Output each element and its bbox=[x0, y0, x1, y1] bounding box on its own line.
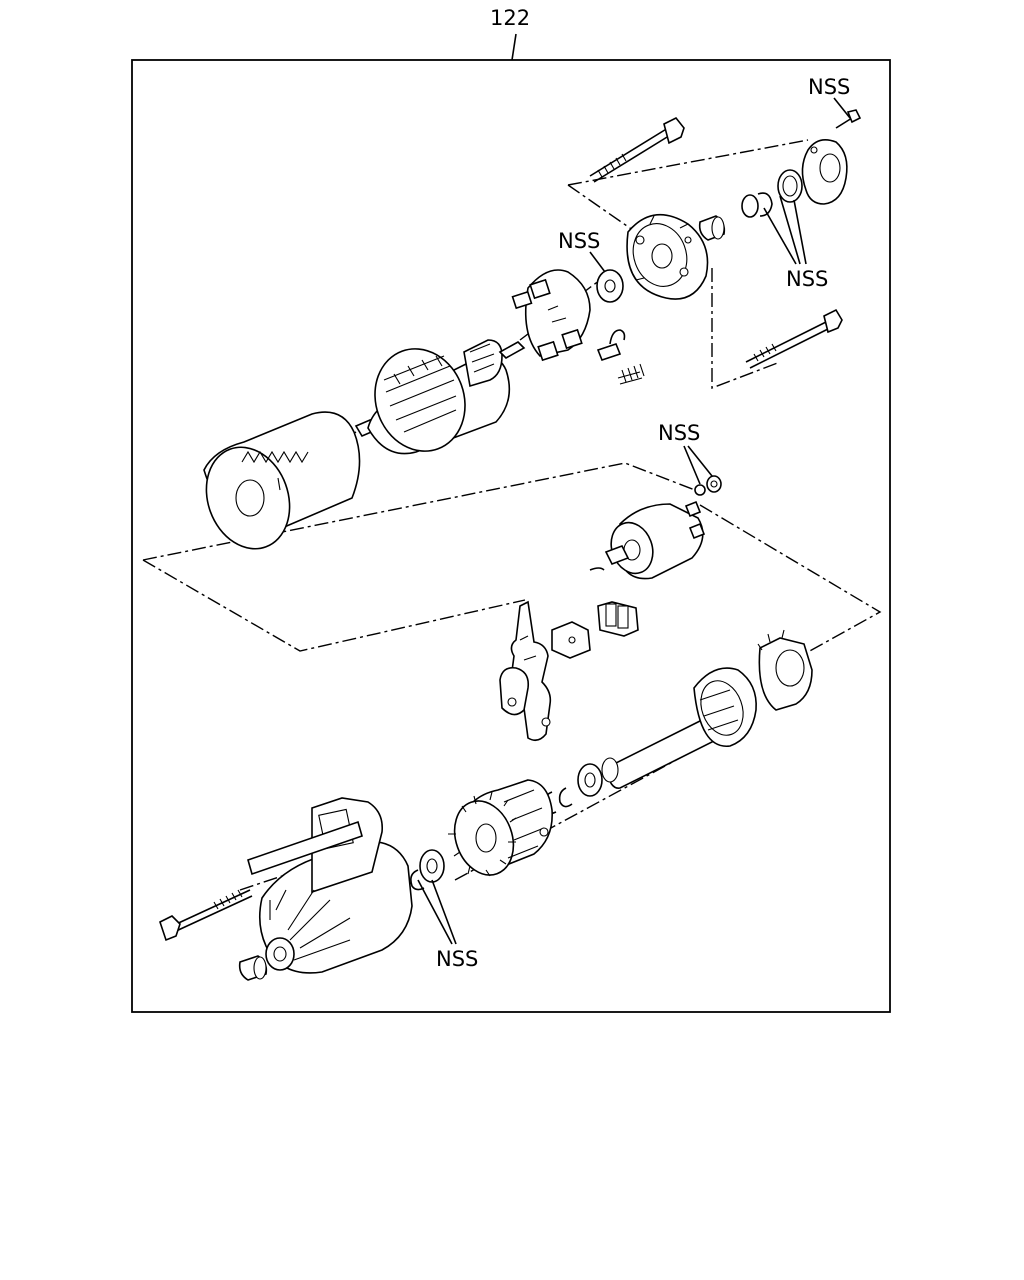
washer bbox=[596, 269, 624, 303]
callout-solenoid-nuts: NSS bbox=[658, 421, 713, 485]
lever-holder-plates bbox=[551, 601, 639, 659]
armature bbox=[354, 339, 526, 455]
pinion-stop-and-snap-ring bbox=[410, 849, 445, 891]
front-housing-bolt bbox=[159, 889, 253, 942]
callout-label-solenoid-nuts: NSS bbox=[658, 421, 700, 445]
rear-bushing bbox=[698, 215, 726, 241]
solenoid-switch bbox=[589, 500, 706, 580]
callout-label-seal-rings: NSS bbox=[786, 267, 828, 291]
reference-leader-line bbox=[511, 33, 517, 61]
rear-end-frame bbox=[626, 213, 709, 300]
seal-rings bbox=[741, 169, 803, 218]
callout-label-pinion-clips: NSS bbox=[436, 947, 478, 971]
front-bushing bbox=[238, 955, 268, 981]
rear-cover-cap bbox=[801, 139, 848, 205]
shaft-ring-and-bearing bbox=[542, 763, 603, 815]
through-bolt-upper bbox=[589, 116, 685, 183]
callout-washer: NSS bbox=[558, 229, 606, 273]
diagram-frame bbox=[131, 59, 891, 1013]
pinion-shaft-assembly bbox=[601, 667, 757, 789]
callout-seal-rings: NSS bbox=[763, 195, 828, 291]
solenoid-terminal-nuts bbox=[694, 475, 722, 496]
callout-label-rear-cover-screw: NSS bbox=[808, 75, 850, 99]
overrunning-clutch-pinion bbox=[448, 779, 553, 877]
rear-cover-screw bbox=[835, 109, 862, 129]
reference-number-label: 122 bbox=[490, 6, 530, 30]
callout-rear-cover-screw: NSS bbox=[808, 75, 851, 119]
brush-holder bbox=[511, 269, 591, 362]
callout-label-washer: NSS bbox=[558, 229, 600, 253]
front-housing-bracket bbox=[247, 797, 413, 974]
brush-spring-terminal bbox=[596, 329, 645, 385]
callout-pinion-clips: NSS bbox=[417, 879, 478, 971]
through-bolt-lower bbox=[745, 308, 843, 369]
internal-gear-housing bbox=[757, 629, 813, 711]
shift-lever bbox=[499, 600, 552, 742]
field-frame-yoke bbox=[203, 411, 361, 550]
